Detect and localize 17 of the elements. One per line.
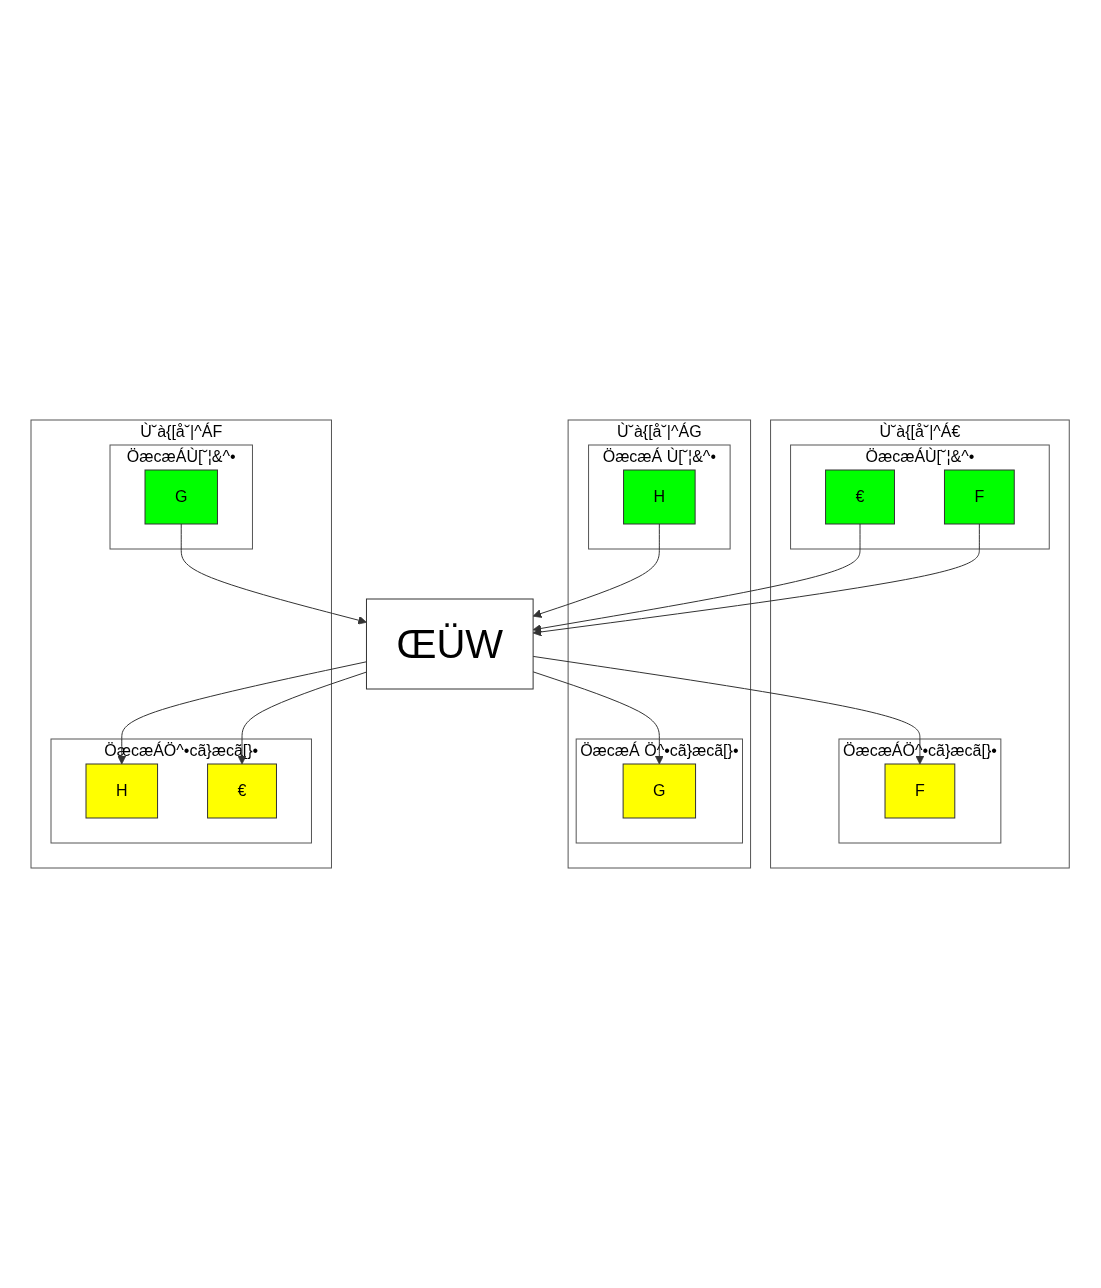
arrow — [238, 671, 368, 765]
node-box: H — [623, 469, 696, 525]
node-box: G — [623, 763, 697, 819]
arrow — [181, 523, 368, 625]
node-box: H — [85, 763, 159, 819]
arrow — [533, 523, 861, 633]
node-box: F — [884, 763, 956, 819]
arrow — [533, 523, 981, 637]
node-box: ŒÜW — [366, 598, 534, 690]
node-box: G — [144, 469, 219, 525]
node-box: € — [207, 763, 278, 819]
arrow — [533, 671, 665, 765]
arrow — [117, 661, 368, 765]
node-box: € — [825, 469, 896, 525]
node-box: F — [944, 469, 1016, 525]
arrow — [533, 523, 661, 618]
arrow — [533, 655, 925, 765]
